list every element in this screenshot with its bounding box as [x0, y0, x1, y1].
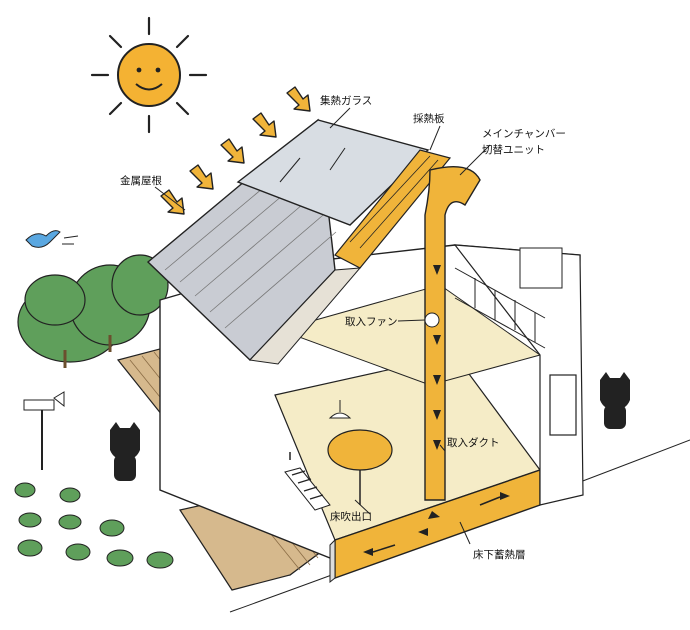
- label-intake-duct: 取入ダクト: [447, 436, 500, 449]
- collector-glass: [236, 119, 430, 226]
- floor-outlet: [284, 452, 331, 511]
- dining-table: [327, 400, 393, 505]
- house-body: [159, 244, 584, 584]
- label-floor-outlet: 床吹出口: [330, 510, 372, 523]
- label-absorber-plate: 採熱板: [413, 112, 445, 125]
- underfloor-airflow-arrows: [363, 492, 510, 556]
- sun-icon: [90, 16, 208, 134]
- tree-icon: [17, 254, 169, 368]
- cat-icon: [110, 372, 630, 481]
- label-main-chamber: メインチャンバー: [482, 128, 566, 140]
- label-switching-unit: 切替ユニット: [482, 143, 545, 156]
- label-underfloor-layer: 床下蓄熱層: [473, 548, 526, 561]
- roof: [146, 118, 452, 365]
- bird-icon: [25, 230, 79, 248]
- label-intake-fan: 取入ファン: [345, 316, 398, 328]
- plant-icon: [14, 482, 174, 569]
- label-collector-glass: 集熱ガラス: [320, 94, 372, 107]
- label-metal-roof: 金属屋根: [120, 174, 162, 187]
- intake-fan-icon: [424, 312, 440, 328]
- leader-lines: [154, 107, 491, 545]
- windvane-icon: [23, 391, 65, 470]
